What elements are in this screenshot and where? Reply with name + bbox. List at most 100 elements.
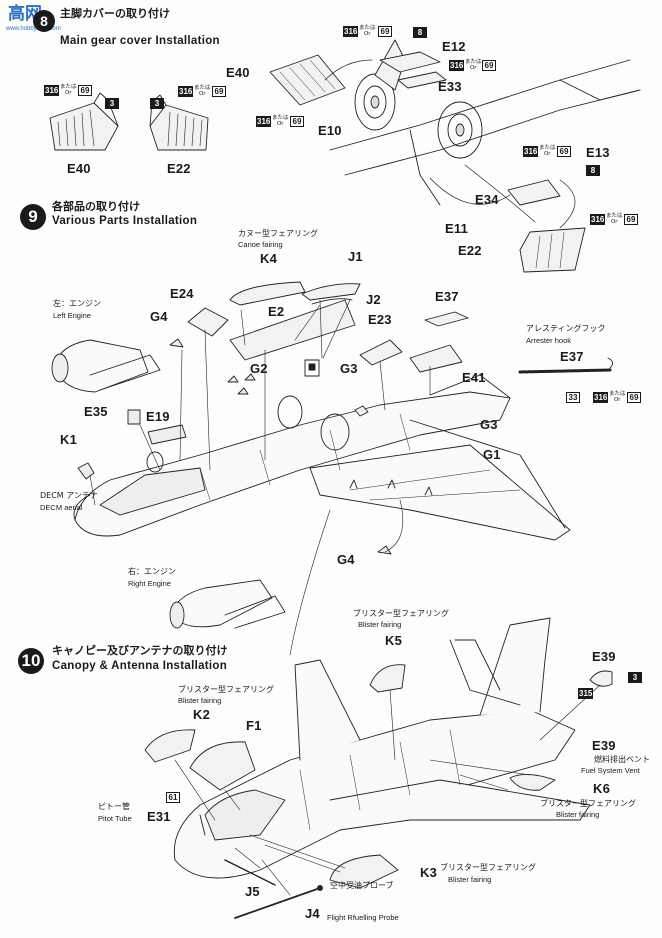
code-8: 8 (413, 27, 427, 38)
step9-title-jp: 各部品の取り付け (52, 200, 140, 213)
code-8: 8 (586, 165, 600, 176)
part-e41-label: E41 (462, 370, 486, 385)
step8-number: 8 (33, 10, 55, 32)
code-3: 3 (105, 98, 119, 109)
part-e10-label: E10 (318, 123, 342, 138)
part-k5-label: K5 (385, 633, 403, 648)
code-316: 316 (593, 392, 609, 403)
code-316: 316 (178, 86, 194, 97)
code-3: 3 (150, 98, 164, 109)
blister-fairing-en: Blister fairing (178, 696, 222, 705)
watermark-url: www.hobbyasia.com (6, 26, 61, 32)
part-j4-label: J4 (305, 906, 320, 921)
refuelling-probe-jp: 空中受油プローブ (330, 881, 394, 890)
code-316: 316 (523, 146, 539, 157)
code-69: 69 (212, 86, 226, 97)
fuel-vent-en: Fuel System Vent (581, 766, 640, 775)
code-315: 315 (578, 688, 594, 699)
part-e23-label: E23 (368, 312, 392, 327)
code-69: 69 (557, 146, 571, 157)
blister-fairing-jp: ブリスター型フェアリング (540, 799, 636, 808)
part-g2-label: G2 (250, 361, 268, 376)
step8-title-en: Main gear cover Installation (60, 35, 220, 47)
part-j1-label: J1 (348, 249, 363, 264)
part-j2-label: J2 (366, 292, 381, 307)
part-e33-label: E33 (438, 79, 462, 94)
part-g3-label: G3 (480, 417, 498, 432)
blister-fairing-en: Blister fairing (358, 620, 402, 629)
part-k6-label: K6 (593, 781, 611, 796)
part-e35-label: E35 (84, 404, 108, 419)
blister-fairing-jp: ブリスター型フェアリング (440, 863, 536, 872)
part-e22-label: E22 (458, 243, 482, 258)
code-69: 69 (624, 214, 638, 225)
part-e34-label: E34 (475, 192, 499, 207)
left-engine-en: Left Engine (53, 311, 91, 320)
decm-aerial-en: DECM aerial (40, 503, 83, 512)
right-engine-jp: 右：エンジン (128, 567, 176, 576)
right-engine-en: Right Engine (128, 579, 171, 588)
code-316: 316 (256, 116, 272, 127)
step10-number: 10 (18, 648, 44, 674)
code-316: 316 (44, 85, 60, 96)
part-e11-label: E11 (445, 221, 469, 236)
decm-aerial-jp: DECM アンテナ (40, 491, 98, 500)
blister-fairing-en: Blister fairing (448, 875, 492, 884)
left-engine-jp: 左：エンジン (53, 299, 101, 308)
code-69: 69 (78, 85, 92, 96)
refuelling-probe-en: Flight Rfuelling Probe (327, 913, 399, 922)
pitot-tube-jp: ピトー管 (98, 802, 130, 811)
code-69: 69 (627, 392, 641, 403)
fuel-vent-jp: 燃料排出ベント (594, 755, 650, 764)
part-j5-label: J5 (245, 884, 260, 899)
arrester-hook-jp: アレスティングフック (526, 324, 606, 333)
part-e40-label: E40 (67, 161, 91, 176)
part-f1-label: F1 (246, 718, 262, 733)
code-316: 316 (590, 214, 606, 225)
e40-cover-drawing (49, 92, 119, 151)
code-69: 69 (482, 60, 496, 71)
step10-title-en: Canopy & Antenna Installation (52, 660, 228, 672)
step10-aircraft-drawing (144, 617, 613, 919)
canoe-fairing-en: Canoe fairing (238, 240, 283, 249)
part-e24-label: E24 (170, 286, 194, 301)
blister-fairing-jp: ブリスター型フェアリング (178, 685, 274, 694)
part-e13-label: E13 (586, 145, 610, 160)
part-e22-label: E22 (167, 161, 191, 176)
part-g3-label: G3 (340, 361, 358, 376)
code-61: 61 (166, 792, 180, 803)
part-e37-label: E37 (560, 349, 584, 364)
blister-fairing-en: Blister fairing (556, 810, 600, 819)
part-g4-label: G4 (337, 552, 355, 567)
code-33: 33 (566, 392, 580, 403)
part-g1-label: G1 (483, 447, 501, 462)
step9-title-en: Various Parts Installation (52, 215, 198, 227)
part-g4-label: G4 (150, 309, 168, 324)
part-k2-label: K2 (193, 707, 211, 722)
step9-number: 9 (20, 204, 46, 230)
part-e31-label: E31 (147, 809, 171, 824)
blister-fairing-jp: ブリスター型フェアリング (353, 609, 449, 618)
part-k4-label: K4 (260, 251, 278, 266)
part-e19-label: E19 (146, 409, 170, 424)
part-e12-label: E12 (442, 39, 466, 54)
part-e39-label: E39 (592, 738, 616, 753)
part-k3-label: K3 (420, 865, 438, 880)
part-e2-label: E2 (268, 304, 285, 319)
code-69: 69 (378, 26, 392, 37)
code-3: 3 (628, 672, 642, 683)
part-e40-label: E40 (226, 65, 250, 80)
step10-title-jp: キャノピー及びアンテナの取り付け (52, 644, 228, 657)
pitot-tube-en: Pitot Tube (98, 814, 132, 823)
step8-title-jp: 主脚カバーの取り付け (60, 7, 170, 20)
part-k1-label: K1 (60, 432, 78, 447)
